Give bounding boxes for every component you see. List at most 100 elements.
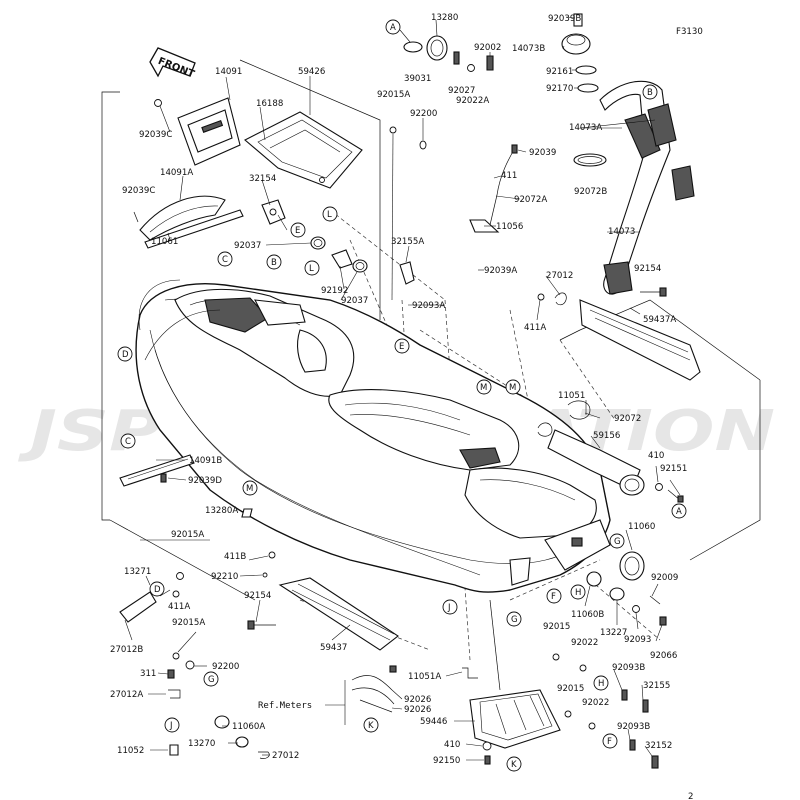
callout-circle: C [120,433,136,449]
callout-circle: F [602,733,618,749]
part-32155-fitting-icon [642,699,649,713]
part-label: 32155A [391,237,424,247]
callout-circle: K [506,756,522,772]
part-label: 92039D [188,476,222,486]
part-11051-bracket [537,422,553,437]
part-label: 11051A [408,672,441,682]
part-13280A-washer [241,508,253,518]
ref-meters-label: Ref.Meters [258,701,312,711]
callout-circle: L [322,206,338,222]
callout-circle: A [385,19,401,35]
part-92072B-band [573,153,607,167]
part-label: 59437A [643,315,676,325]
part-411A-left-washer-icon [172,590,180,598]
callout-circle: M [242,480,258,496]
svg-text:M: M [509,383,516,393]
part-11060B-grommet [586,571,602,587]
svg-text:G: G [614,537,621,547]
part-label: 92026 [404,695,431,705]
part-32154-bracket [261,199,286,225]
part-label: 92093A [412,301,445,311]
callout-circle: G [609,533,625,549]
part-14073-filler-hose [599,80,695,295]
part-92066-plug [659,616,667,626]
part-label: 92161 [546,67,573,77]
part-label: 92200 [212,662,239,672]
part-label: 13227 [600,628,627,638]
front-direction-arrow-icon: FRONT [149,47,196,80]
part-label: 11056 [496,222,523,232]
svg-text:K: K [511,760,517,770]
hull-assembly [135,279,611,593]
part-label: 14073B [512,44,545,54]
part-410-right-washer-icon [655,483,663,491]
part-label: 92037 [234,241,261,251]
part-92200-washer-icon [419,140,427,150]
callout-circle: B [266,254,282,270]
part-92037-clamp-b [352,259,368,273]
part-label: 92039B [548,14,581,24]
screw-92039C-mid-icon [133,211,139,223]
part-92192-hose [331,249,353,269]
part-label: 92009 [651,573,678,583]
callout-circle: M [505,379,521,395]
part-label: 92072B [574,187,607,197]
part-label: 92151 [660,464,687,474]
part-59437-side-rail [278,577,399,651]
svg-text:D: D [154,585,161,595]
svg-text:L: L [309,264,314,274]
part-92022A-washer-icon [467,64,475,72]
callout-circle: E [290,222,306,238]
callout-circle: E [394,338,410,354]
part-label: 32154 [249,174,276,184]
part-label: 92015A [377,90,410,100]
part-label: 411A [524,323,546,333]
callout-circle: K [363,717,379,733]
part-label: 92015A [171,530,204,540]
part-label: 59156 [593,431,620,441]
svg-text:E: E [295,226,300,236]
part-92093-washer-icon [632,605,640,613]
part-label: 92039C [139,130,172,140]
part-92210-screw-icon [262,572,268,578]
part-92015A-nut-icon [389,126,397,134]
part-92022-b-washer-icon [588,722,596,730]
part-label: 27012 [272,751,299,761]
svg-text:M: M [480,383,487,393]
svg-text:C: C [222,255,228,265]
callout-circle: H [570,584,586,600]
svg-text:L: L [327,210,332,220]
callout-circle: C [217,251,233,267]
part-13271-hose [119,591,157,623]
part-label: 410 [648,451,664,461]
part-label: 92037 [341,296,368,306]
part-label: 14073 [608,227,635,237]
part-label: 92039 [529,148,556,158]
part-27012-low-clip [258,751,270,759]
screw-92039C-icon [154,99,162,107]
part-label: 92022 [582,698,609,708]
part-92026-harness [351,665,397,713]
part-14073B-cap [561,33,591,55]
callout-circle: L [304,260,320,276]
part-11052-clip [169,744,179,756]
svg-text:B: B [647,88,653,98]
svg-text:J: J [169,721,173,731]
part-label: 11061 [151,237,178,247]
part-92015A-left-nut-icon [176,572,184,580]
part-label: 13271 [124,567,151,577]
part-label: 92170 [546,84,573,94]
part-92015A-low-nut-icon [172,652,180,660]
part-label: 59446 [420,717,447,727]
part-92039-cable [489,144,518,226]
part-label: 92093 [624,635,651,645]
svg-text:B: B [271,258,277,268]
part-label: 92015A [172,618,205,628]
part-label: 16188 [256,99,283,109]
part-label: 92027 [448,86,475,96]
callout-circle: M [476,379,492,395]
part-label: 92022A [456,96,489,106]
part-label: 92150 [433,756,460,766]
callout-circle: J [164,717,180,733]
